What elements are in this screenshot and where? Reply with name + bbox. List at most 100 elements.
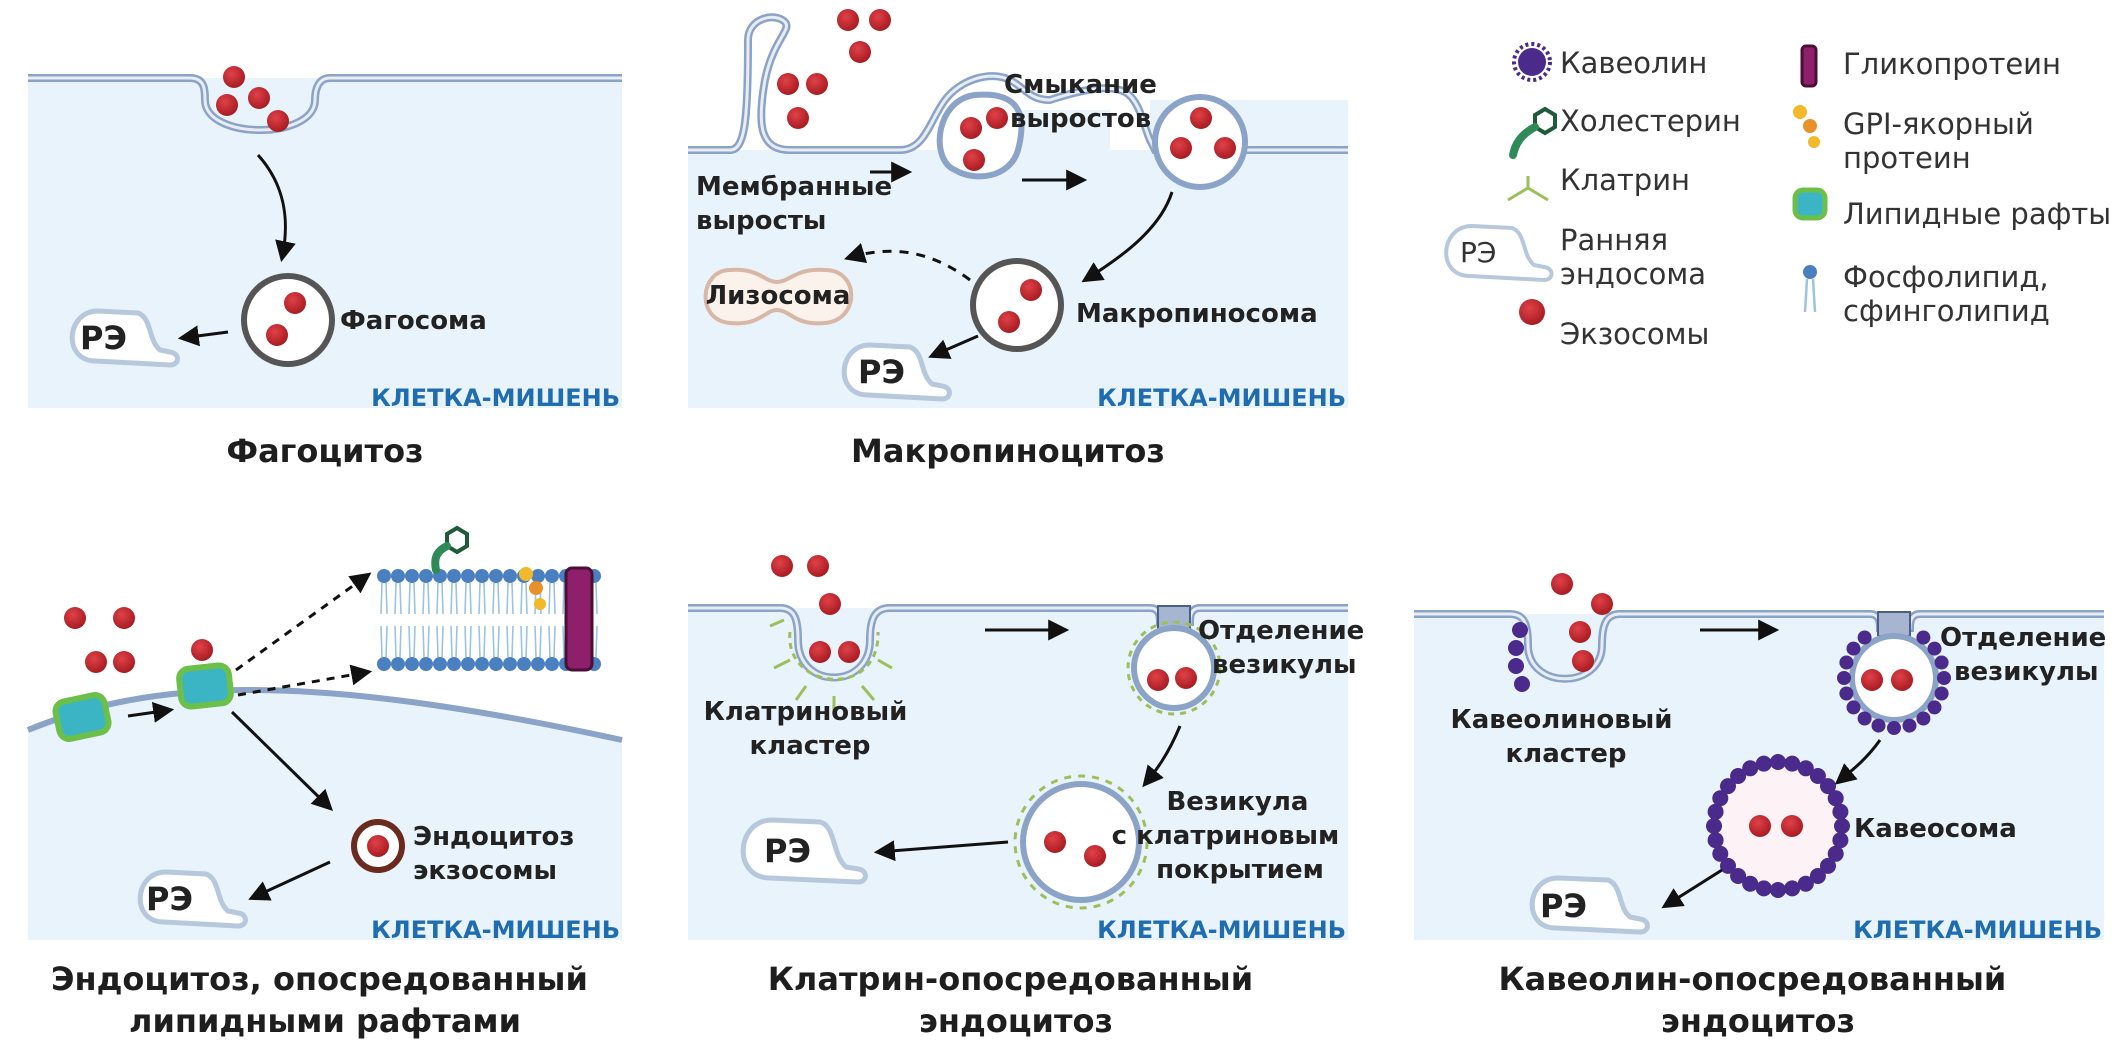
gpi-anchored-protein-icon: [1793, 105, 1820, 148]
panel-title: Эндоцитоз, опосредованный липидными рафт…: [51, 960, 599, 1040]
clathrin-coat: [769, 618, 893, 712]
arrow: [248, 860, 331, 901]
vesicle-separation-label: Отделение везикулы: [1198, 616, 1373, 680]
exosome-group: [216, 66, 289, 132]
early-endosome: РЭ: [740, 817, 868, 885]
target-cell-label: КЛЕТКА-МИШЕНЬ: [371, 384, 620, 412]
macropinosome-label: Макропиносома: [1076, 299, 1318, 329]
legend-label: Ранняя эндосома: [1560, 223, 1706, 291]
exosome-group: [64, 607, 213, 673]
early-endosome-label: РЭ: [1540, 887, 1587, 925]
cholesterol-icon: [431, 525, 469, 574]
exosome-group: [1551, 573, 1613, 672]
vesicle-separation-label: Отделение везикулы: [1940, 623, 2115, 687]
lipid-raft-icon: [176, 662, 234, 710]
exosome-icon: [1519, 299, 1545, 325]
legend-label: Кавеолин: [1560, 46, 1707, 80]
macropinosome: [970, 258, 1064, 352]
legend-item-glycoprotein: Гликопротеин: [1800, 44, 2061, 88]
target-cell-label: КЛЕТКА-МИШЕНЬ: [1853, 916, 2102, 944]
legend-label: Фосфолипид, сфинголипид: [1843, 260, 2058, 328]
exosome-group: [777, 9, 891, 129]
early-endosome-label: РЭ: [764, 832, 811, 870]
early-endosome: РЭ: [69, 308, 180, 368]
target-cell-label: КЛЕТКА-МИШЕНЬ: [371, 916, 620, 944]
caveolin-icon: [1512, 42, 1552, 82]
glycoprotein-icon: [564, 566, 594, 672]
early-endosome-label: РЭ: [146, 880, 193, 918]
arrow: [873, 840, 1009, 862]
early-endosome: РЭ: [841, 342, 952, 402]
endocytosis-label: Эндоцитоз экзосомы: [413, 822, 584, 886]
ruffle-closed: [1152, 94, 1248, 190]
caveolin-cluster-label: Кавеолиновый кластер: [1450, 705, 1681, 769]
arrow: [127, 701, 175, 723]
legend-label: Экзосомы: [1560, 317, 1709, 351]
target-cell-label: КЛЕТКА-МИШЕНЬ: [1097, 384, 1346, 412]
cell-background: [688, 608, 1348, 940]
lysosome-label: Лизосома: [706, 281, 851, 311]
arrow: [177, 325, 229, 347]
panel-caveolin: Кавеолиновый кластер Отделение везикулы …: [1414, 573, 2115, 1040]
arrow: [928, 334, 979, 359]
svg-text:РЭ: РЭ: [1460, 236, 1496, 269]
arrow: [1081, 191, 1174, 283]
lysosome: Лизосома: [703, 267, 854, 326]
lipid-raft-icon: [52, 692, 112, 742]
early-endosome-icon: РЭ: [1444, 223, 1554, 283]
arrow: [1834, 739, 1882, 785]
panel-clathrin: Клатриновый кластер Отделение везикулы В…: [688, 555, 1373, 1040]
target-cell-label: КЛЕТКА-МИШЕНЬ: [1097, 916, 1346, 944]
panel-macropinocytosis: Смыкание выростов Мембранные выросты Мак…: [688, 9, 1348, 470]
early-endosome-label: РЭ: [80, 319, 127, 357]
panel-title: Фагоцитоз: [226, 432, 423, 470]
gpi-anchored-protein-icon: [519, 567, 546, 610]
legend-label: Липидные рафты: [1843, 197, 2111, 231]
exosome-group: [771, 555, 860, 663]
legend-item-gpi: GPI-якорный протеин: [1793, 105, 2043, 175]
panel-title: Макропиноцитоз: [851, 432, 1165, 470]
arrow: [256, 153, 296, 263]
exosome-endosome: [351, 819, 405, 873]
legend-item-lipid-rafts: Липидные рафты: [1792, 187, 2111, 231]
legend-label: Холестерин: [1560, 104, 1741, 138]
panel-lipid-raft: Эндоцитоз экзосомы РЭ КЛЕТКА-МИШЕНЬ Эндо…: [26, 525, 623, 1040]
caveosome: [1706, 754, 1850, 898]
legend: Кавеолин Холестерин Клатрин РЭ Ранняя эн…: [1444, 42, 2111, 351]
ruffles-label: Мембранные выросты: [696, 172, 901, 236]
arrow: [1661, 868, 1723, 909]
legend-label: GPI-якорный протеин: [1843, 107, 2043, 175]
glycoprotein-icon: [1800, 44, 1818, 88]
early-endosome: РЭ: [1529, 875, 1650, 935]
closure-label: Смыкание выростов: [1004, 70, 1166, 134]
dashed-arrow: [235, 572, 372, 672]
clathrin-coated-vesicle: [1013, 774, 1149, 910]
phospholipid-icon: [1803, 265, 1817, 313]
lipid-raft-icon: [1792, 187, 1828, 221]
clathrin-icon: [1507, 176, 1549, 202]
arrow: [230, 710, 334, 811]
phagosome: [241, 273, 335, 367]
ruffle-closure: [936, 91, 1025, 180]
dashed-arrow: [237, 664, 373, 697]
panel-title: Кавеолин-опосредованный эндоцитоз: [1499, 960, 2018, 1040]
panel-phagocytosis: Фагосома РЭ КЛЕТКА-МИШЕНЬ Фагоцитоз: [28, 55, 622, 470]
legend-item-early-endosome: РЭ Ранняя эндосома: [1444, 223, 1706, 291]
panel-title: Клатрин-опосредованный эндоцитоз: [768, 960, 1265, 1040]
legend-item-caveolin: Кавеолин: [1512, 42, 1707, 82]
budding-caveola: [1837, 611, 1951, 735]
phagosome-label: Фагосома: [340, 306, 487, 336]
legend-label: Гликопротеин: [1843, 47, 2061, 81]
caveolin-cluster: [1508, 622, 1530, 692]
cholesterol-icon: [1509, 106, 1557, 159]
early-endosome-label: РЭ: [858, 353, 905, 391]
caveosome-label: Кавеосома: [1854, 814, 2017, 844]
arrow: [1142, 725, 1182, 788]
legend-label: Клатрин: [1560, 163, 1690, 197]
legend-item-phospholipid: Фосфолипид, сфинголипид: [1803, 260, 2058, 328]
legend-item-clathrin: Клатрин: [1507, 163, 1690, 202]
legend-item-cholesterol: Холестерин: [1509, 104, 1741, 159]
clathrin-cluster-label: Клатриновый кластер: [704, 697, 917, 761]
legend-item-exosomes: Экзосомы: [1519, 299, 1709, 351]
